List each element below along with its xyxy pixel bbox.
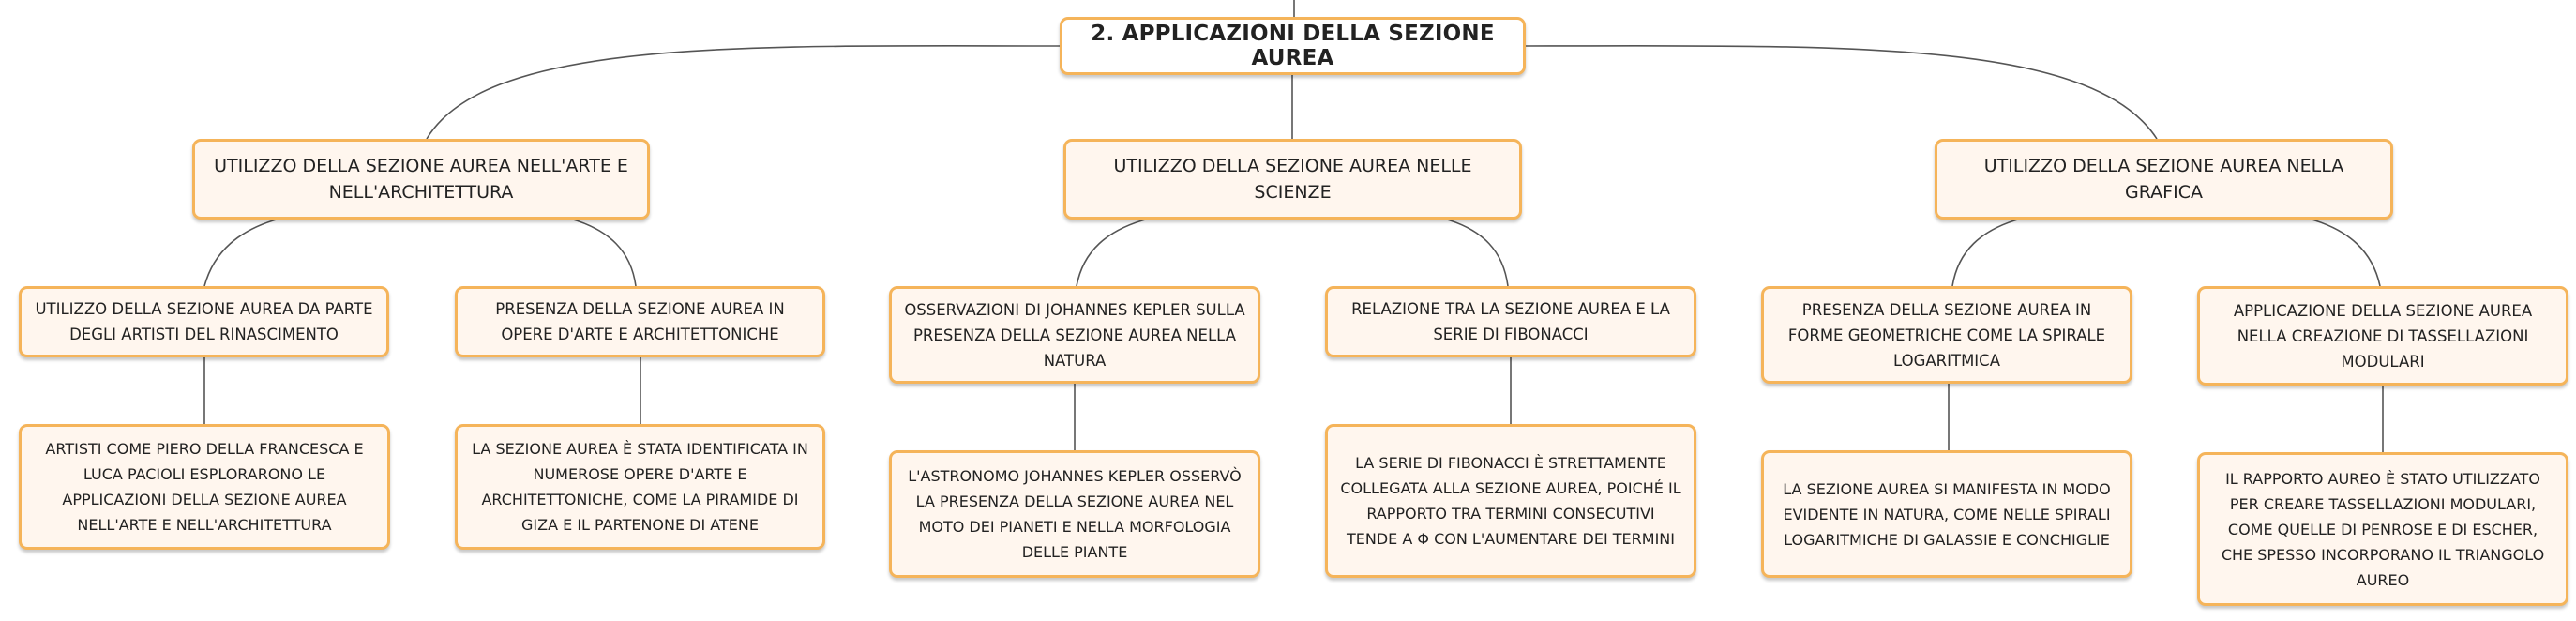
detail-node-graphics-2[interactable]: IL RAPPORTO AUREO È STATO UTILIZZATO PER… xyxy=(2197,452,2568,606)
subtopic-node-graphics-1-label: PRESENZA DELLA SEZIONE AUREA IN FORME GE… xyxy=(1787,300,2106,370)
detail-node-science-1[interactable]: L'ASTRONOMO JOHANNES KEPLER OSSERVÒ LA P… xyxy=(889,450,1260,578)
subtopic-node-science-1-label: OSSERVAZIONI DI JOHANNES KEPLER SULLA PR… xyxy=(904,300,1245,370)
subtopic-node-art-1-label: UTILIZZO DELLA SEZIONE AUREA DA PARTE DE… xyxy=(35,300,373,343)
subtopic-node-graphics-1[interactable]: PRESENZA DELLA SEZIONE AUREA IN FORME GE… xyxy=(1761,286,2132,384)
root-node-label: 2. APPLICAZIONI DELLA SEZIONE AUREA xyxy=(1091,22,1495,70)
detail-node-graphics-1-text: LA SEZIONE AUREA SI MANIFESTA IN MODO EV… xyxy=(1783,479,2111,549)
branch-node-art-label: UTILIZZO DELLA SEZIONE AUREA NELL'ARTE E… xyxy=(214,156,628,203)
branch-node-science-label: UTILIZZO DELLA SEZIONE AUREA NELLE SCIEN… xyxy=(1113,156,1472,203)
subtopic-node-science-2[interactable]: RELAZIONE TRA LA SEZIONE AUREA E LA SERI… xyxy=(1325,286,1696,357)
connector-science-child-2 xyxy=(1443,218,1509,287)
connector-graphics-child-2 xyxy=(2308,218,2381,287)
connector-graphics-child-1 xyxy=(1951,218,2022,287)
detail-node-art-2-text: LA SEZIONE AUREA È STATA IDENTIFICATA IN… xyxy=(472,440,808,534)
branch-node-science[interactable]: UTILIZZO DELLA SEZIONE AUREA NELLE SCIEN… xyxy=(1063,139,1522,220)
branch-node-art[interactable]: UTILIZZO DELLA SEZIONE AUREA NELL'ARTE E… xyxy=(192,139,650,220)
detail-node-graphics-1[interactable]: LA SEZIONE AUREA SI MANIFESTA IN MODO EV… xyxy=(1761,450,2132,578)
branch-node-graphics-label: UTILIZZO DELLA SEZIONE AUREA NELLA GRAFI… xyxy=(1983,156,2344,203)
connector-root-branch-art xyxy=(426,45,1061,140)
subtopic-node-art-1[interactable]: UTILIZZO DELLA SEZIONE AUREA DA PARTE DE… xyxy=(19,286,389,357)
detail-node-science-1-text: L'ASTRONOMO JOHANNES KEPLER OSSERVÒ LA P… xyxy=(908,467,1242,561)
detail-node-art-1-text: ARTISTI COME PIERO DELLA FRANCESCA E LUC… xyxy=(45,440,364,534)
detail-node-science-2[interactable]: LA SERIE DI FIBONACCI È STRETTAMENTE COL… xyxy=(1325,424,1696,578)
detail-node-art-2[interactable]: LA SEZIONE AUREA È STATA IDENTIFICATA IN… xyxy=(455,424,825,550)
connector-root-branch-graphics xyxy=(1523,45,2158,140)
connector-art-child-2 xyxy=(569,218,637,287)
subtopic-node-science-1[interactable]: OSSERVAZIONI DI JOHANNES KEPLER SULLA PR… xyxy=(889,286,1260,384)
subtopic-node-science-2-label: RELAZIONE TRA LA SEZIONE AUREA E LA SERI… xyxy=(1351,300,1670,343)
branch-node-graphics[interactable]: UTILIZZO DELLA SEZIONE AUREA NELLA GRAFI… xyxy=(1935,139,2393,220)
detail-node-graphics-2-text: IL RAPPORTO AUREO È STATO UTILIZZATO PER… xyxy=(2221,469,2545,589)
subtopic-node-graphics-2[interactable]: APPLICAZIONE DELLA SEZIONE AUREA NELLA C… xyxy=(2197,286,2568,386)
subtopic-node-art-2-label: PRESENZA DELLA SEZIONE AUREA IN OPERE D'… xyxy=(495,300,785,343)
detail-node-art-1[interactable]: ARTISTI COME PIERO DELLA FRANCESCA E LUC… xyxy=(19,424,390,550)
subtopic-node-art-2[interactable]: PRESENZA DELLA SEZIONE AUREA IN OPERE D'… xyxy=(455,286,825,357)
subtopic-node-graphics-2-label: APPLICAZIONE DELLA SEZIONE AUREA NELLA C… xyxy=(2233,301,2533,371)
connector-science-child-1 xyxy=(1076,218,1150,287)
root-node[interactable]: 2. APPLICAZIONI DELLA SEZIONE AUREA xyxy=(1060,17,1526,75)
connector-art-child-1 xyxy=(203,218,280,287)
detail-node-science-2-text: LA SERIE DI FIBONACCI È STRETTAMENTE COL… xyxy=(1340,454,1681,548)
